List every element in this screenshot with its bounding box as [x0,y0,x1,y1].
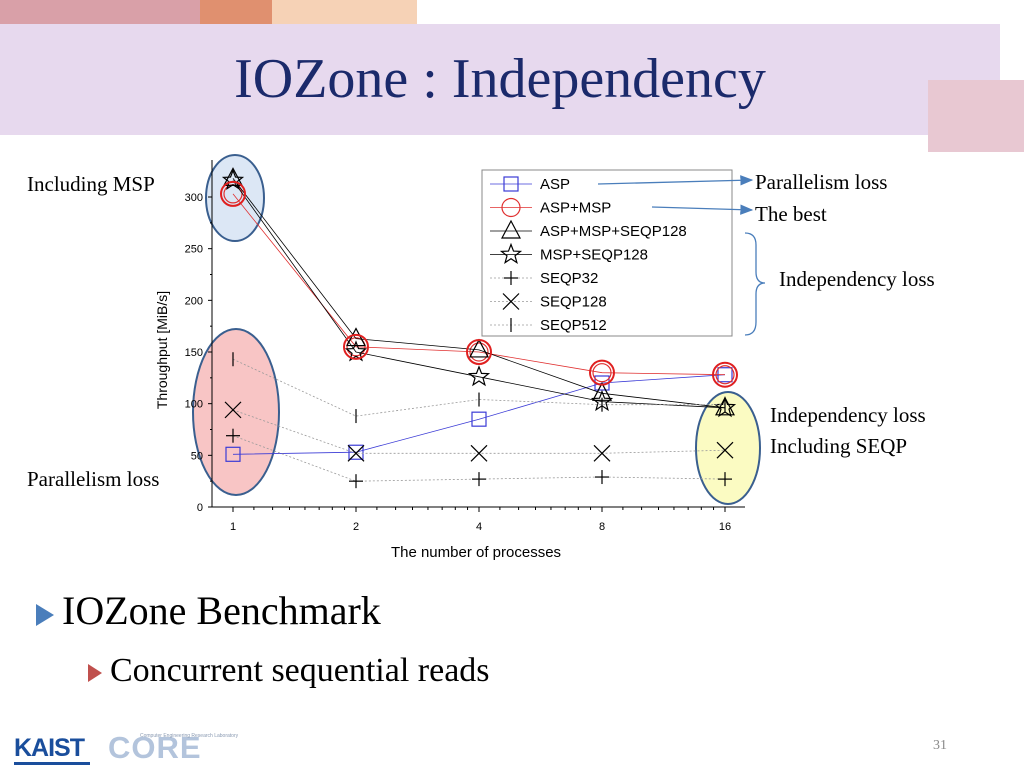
annotation-parallelism-loss-left: Parallelism loss [27,467,160,491]
bullet-triangle-icon [36,603,54,626]
data-point [716,441,734,459]
data-point [467,365,491,387]
data-point [715,396,735,416]
data-point [225,446,241,462]
bullet-main-text: IOZone Benchmark [62,588,381,633]
kaist-logo-underline [14,762,90,765]
data-point [226,428,240,443]
bullet-main: IOZone Benchmark [36,588,381,634]
y-axis-label: Throughput [MiB/s] [154,291,170,409]
data-point [348,444,364,460]
x-tick-label: 1 [230,521,236,533]
series-line-seqp128 [232,409,726,454]
x-tick-label: 2 [353,521,359,533]
data-point [592,363,612,383]
data-point [595,470,609,485]
bullet-sub-text: Concurrent sequential reads [110,652,490,689]
series-line-asp-msp-seqp128 [232,178,726,409]
highlight-ellipse-parallelism-loss [192,328,280,496]
y-tick-label: 300 [185,192,203,204]
callout-arrow-the-best [651,204,754,215]
data-point [224,401,242,419]
data-point [471,411,487,427]
legend-marker [501,219,521,239]
data-point [221,168,245,190]
annotation-parallelism-loss-right: Parallelism loss [755,170,888,194]
bracket-independency-loss [744,232,766,336]
deco-block-right [928,80,1024,152]
data-point [470,444,488,462]
best-highlight-circle [712,361,738,388]
legend-label: MSP+SEQP128 [540,247,648,264]
annotation-including-msp: Including MSP [27,172,155,196]
legend-label: SEQP128 [540,294,607,311]
core-logo-subtitle: Computer Engineering Research Laboratory [140,733,239,739]
annotation-independency-loss-bottom: Independency loss [770,403,926,427]
y-tick-label: 150 [185,347,203,359]
data-point [346,327,366,347]
data-point [469,338,489,358]
legend-box [481,169,733,337]
callout-arrows [597,175,766,336]
y-tick-label: 200 [185,295,203,307]
callout-arrow-parallelism-loss [597,175,754,186]
chart-series [220,167,738,489]
x-tick-label: 16 [719,521,731,533]
legend-marker [503,176,519,192]
legend-label: SEQP512 [540,317,607,334]
bullet-sub: Concurrent sequential reads [88,651,490,691]
chart-legend: ASP ASP+MSP ASP+MSP+SEQP128MSP+SEQP128SEQP… [481,169,733,337]
legend-label: ASP [540,176,570,193]
x-tick-label: 4 [476,521,482,533]
legend-label: SEQP32 [540,270,598,287]
bullet-triangle-icon [88,664,102,683]
y-tick-label: 100 [185,399,203,411]
data-point [718,472,732,487]
core-logo: CORE [108,730,202,765]
y-tick-label: 250 [185,244,203,256]
y-tick-label: 0 [197,502,203,514]
annotation-the-best: The best [755,202,827,226]
data-point [344,340,368,362]
data-point [349,474,363,489]
data-point [593,444,611,462]
series-line-msp-seqp128 [232,180,726,409]
data-point [347,444,365,462]
data-point [469,342,489,362]
title-band [0,24,1000,135]
kaist-logo: KAIST [14,734,85,762]
legend-marker [502,293,520,310]
annotation-including-seqp: Including SEQP [770,434,908,458]
best-highlight-circle [220,180,246,207]
x-axis-label: The number of processes [391,544,561,561]
series-line-asp-msp [232,193,726,376]
legend-marker [499,242,523,264]
annotation-independency-loss-top: Independency loss [779,267,935,291]
data-point [715,365,735,385]
legend-marker [501,197,521,218]
data-point [713,396,737,418]
highlight-ellipse-including-msp [205,154,265,242]
best-highlight-circle [466,339,492,365]
legend-label: ASP+MSP [540,200,611,217]
y-tick-label: 50 [191,450,203,462]
x-tick-label: 8 [599,521,605,533]
best-highlight-circle [589,359,615,386]
best-highlight-circle [343,333,369,360]
legend-marker [504,271,518,285]
series-line-asp [232,374,726,455]
data-point [472,472,486,487]
legend-label: ASP+MSP+SEQP128 [540,223,687,240]
slide-title: IOZone : Independency [234,48,766,110]
page-number: 31 [933,738,947,753]
